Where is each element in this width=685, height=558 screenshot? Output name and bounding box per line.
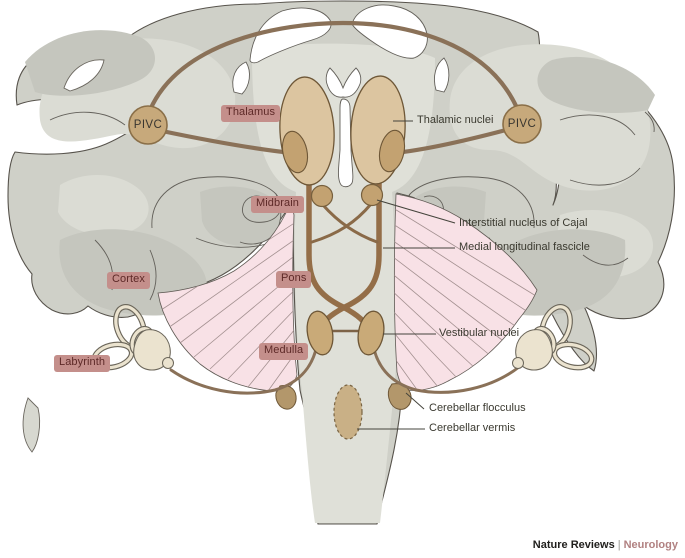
thalamic-nucleus-right	[378, 129, 406, 173]
temporal-tip-left	[22, 397, 41, 453]
pivc-label-left: PIVC	[133, 119, 163, 131]
third-ventricle	[337, 98, 354, 188]
annotation-cerebellar-flocculus: Cerebellar flocculus	[429, 402, 526, 414]
region-label-thalamus: Thalamus	[221, 105, 281, 122]
thalamus-group	[279, 75, 406, 186]
interstitial-nucleus-right	[360, 183, 384, 207]
cajal-decussation-right	[310, 202, 373, 244]
cerebellar-flocculus-left	[275, 385, 297, 410]
sulcus-wedge-left	[63, 59, 105, 92]
pivc-thalamus-line-left	[159, 128, 295, 156]
pivc-label-right: PIVC	[507, 118, 537, 130]
inferior-horn-left	[232, 61, 250, 95]
region-label-midbrain: Midbrain	[251, 196, 304, 213]
labyrinth-right-drawing	[512, 304, 595, 371]
pivc-node-right	[502, 104, 542, 144]
region-label-pons: Pons	[276, 271, 312, 288]
thalamic-nucleus-left	[281, 130, 309, 174]
region-label-labyrinth: Labyrinth	[54, 355, 111, 372]
ventricles	[232, 4, 450, 188]
region-label-medulla: Medulla	[259, 343, 309, 360]
vestibular-nerve-right	[371, 343, 521, 394]
cerebellum-right-hatching	[394, 207, 537, 391]
leader-cerebellar-flocculus	[405, 392, 425, 410]
journal-separator: |	[617, 539, 621, 551]
leader-lines	[357, 120, 456, 430]
lateral-ventricle-right	[351, 4, 428, 59]
journal-brand: Nature Reviews	[532, 539, 615, 551]
annotation-vestibular-nuclei: Vestibular nuclei	[439, 327, 520, 339]
interstitial-nucleus-left	[310, 184, 334, 208]
journal-name: Neurology	[623, 539, 678, 551]
annotation-mlf: Medial longitudinal fascicle	[459, 241, 590, 253]
transcallosal-arc	[147, 20, 520, 113]
cerebellum-right	[393, 193, 538, 391]
region-label-cortex: Cortex	[107, 272, 150, 289]
vestibular-nerve-left	[169, 343, 319, 395]
leader-interstitial-nucleus	[376, 199, 456, 224]
inferior-horn-right	[433, 57, 450, 93]
lateral-ventricle-left	[249, 7, 332, 64]
annotation-cerebellar-vermis: Cerebellar vermis	[429, 422, 516, 434]
cerebellar-vermis	[333, 384, 363, 440]
annotation-thalamic-nuclei: Thalamic nuclei	[417, 114, 494, 126]
annotation-interstitial-nucleus: Interstitial nucleus of Cajal	[459, 217, 588, 229]
third-ventricle-top	[325, 67, 362, 98]
vestibular-nucleus-right	[357, 310, 385, 356]
vestibular-nucleus-left	[306, 310, 334, 356]
journal-credit: Nature Reviews|Neurology	[533, 539, 678, 551]
pivc-node-left	[128, 105, 168, 145]
